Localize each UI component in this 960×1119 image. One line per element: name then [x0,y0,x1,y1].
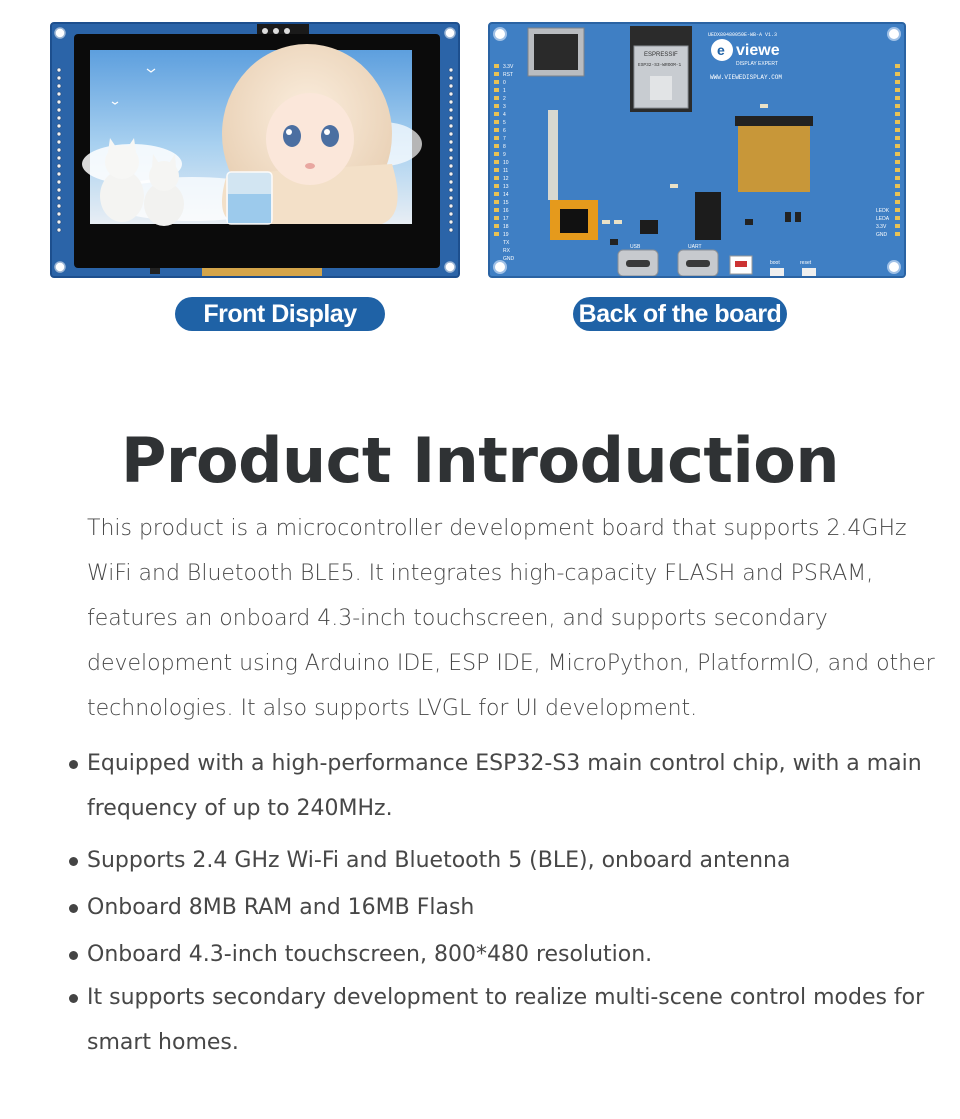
pin-label: LEDK [876,208,890,214]
pin-label: 12 [503,176,509,182]
pin-label: 6 [503,128,506,134]
pin-label: RX [503,248,511,254]
front-display-caption: Front Display [175,297,385,331]
bullet-dot-icon [69,857,78,866]
feature-list: Equipped with a high-performance ESP32-S… [66,741,936,831]
pin-label: 14 [503,192,509,198]
feature-item: Onboard 8MB RAM and 16MB Flash [66,885,936,930]
feature-item: Equipped with a high-performance ESP32-S… [66,741,936,831]
pin-label: 15 [503,200,509,206]
feature-item: Supports 2.4 GHz Wi-Fi and Bluetooth 5 (… [66,838,936,883]
pin-label: 3.3V [503,64,514,70]
feature-item: Onboard 4.3-inch touchscreen, 800*480 re… [66,932,936,977]
bullet-dot-icon [69,760,78,769]
pin-label: 18 [503,224,509,230]
pin-label: 5 [503,120,506,126]
pin-label: TX [503,240,510,246]
intro-paragraph: This product is a microcontroller develo… [87,516,935,721]
feature-text: Equipped with a high-performance ESP32-S… [87,751,922,821]
pin-label: 8 [503,144,506,150]
pin-label: 1 [503,88,506,94]
left-pin-labels: 3.3VRST012345678910111213141516171819TXR… [503,64,515,262]
reset-label: reset [800,260,812,266]
uart-label: UART [688,244,702,250]
back-board-illustration: e viewe DISPLAY EXPERT WWW.VIEWEDISPLAY.… [493,26,901,276]
bullet-dot-icon [69,951,78,960]
pin-label: RST [503,72,513,78]
feature-list: It supports secondary development to rea… [66,975,936,1065]
pin-label: 2 [503,96,506,102]
usb-label: USB [630,244,641,250]
feature-text: It supports secondary development to rea… [87,985,925,1055]
feature-list: Supports 2.4 GHz Wi-Fi and Bluetooth 5 (… [66,838,936,883]
bullet-dot-icon [69,994,78,1003]
svg-text:e: e [717,42,725,58]
pin-label: 9 [503,152,506,158]
pin-label: 7 [503,136,506,142]
front-display-board-image [50,22,460,278]
pin-label: 16 [503,208,509,214]
pin-label: 10 [503,160,509,166]
pin-label: 13 [503,184,509,190]
pin-label: 4 [503,112,506,118]
page-title: Product Introduction [120,424,840,497]
pin-label: 3 [503,104,506,110]
feature-list: Onboard 4.3-inch touchscreen, 800*480 re… [66,932,936,977]
board-logo-subtitle: DISPLAY EXPERT [736,61,778,67]
pin-label: 11 [503,168,508,174]
feature-list: Onboard 8MB RAM and 16MB Flash [66,885,936,930]
feature-text: Supports 2.4 GHz Wi-Fi and Bluetooth 5 (… [87,848,791,873]
board-model-text: UEDX80480050E-WB-A V1.3 [708,32,777,38]
bullet-dot-icon [69,904,78,913]
right-pin-labels: LEDK LEDA 3.3V GND [876,208,890,238]
feature-item: It supports secondary development to rea… [66,975,936,1065]
feature-text: Onboard 8MB RAM and 16MB Flash [87,895,475,920]
pin-label: 17 [503,216,509,222]
pin-label: LEDA [876,216,890,222]
pin-label: 3.3V [876,224,887,230]
front-board-illustration [54,24,456,276]
pin-label: 0 [503,80,506,86]
chip-brand-text: ESPRESSIF [644,52,678,58]
back-of-board-caption: Back of the board [573,297,787,331]
feature-text: Onboard 4.3-inch touchscreen, 800*480 re… [87,942,653,967]
chip-model-text: ESP32-S3-WROOM-1 [638,62,682,68]
back-of-board-image: e viewe DISPLAY EXPERT WWW.VIEWEDISPLAY.… [488,22,906,278]
boot-label: boot [770,260,780,266]
pin-label: GND [503,256,515,262]
board-logo-text: viewe [736,42,780,59]
board-url-text: WWW.VIEWEDISPLAY.COM [710,74,782,81]
pin-label: GND [876,232,888,238]
pin-label: 19 [503,232,509,238]
